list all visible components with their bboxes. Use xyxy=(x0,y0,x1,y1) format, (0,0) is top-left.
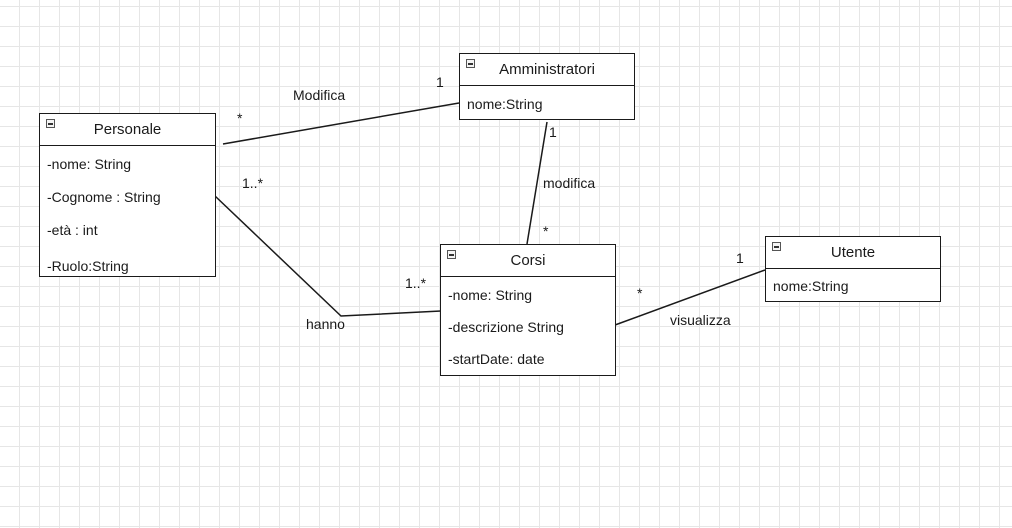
multiplicity-label: 1 xyxy=(736,250,744,266)
multiplicity-label: * xyxy=(237,110,243,126)
class-attribute: -nome: String xyxy=(448,287,533,303)
collapse-icon[interactable] xyxy=(46,119,55,128)
class-attribute: -età : int xyxy=(47,222,98,238)
association-label-modifica-corsi: modifica xyxy=(543,175,596,191)
collapse-icon[interactable] xyxy=(466,59,475,68)
class-amministratori[interactable]: Amministratori nome:String xyxy=(459,53,635,120)
multiplicity-label: * xyxy=(637,285,643,301)
class-name: Personale xyxy=(93,121,162,138)
multiplicity-label: * xyxy=(543,223,549,239)
multiplicity-label: 1 xyxy=(436,74,444,90)
class-personale[interactable]: Personale -nome: String -Cognome : Strin… xyxy=(39,113,216,277)
class-name: Utente xyxy=(830,244,876,261)
multiplicity-label: 1 xyxy=(549,124,557,140)
class-attribute: -descrizione String xyxy=(448,319,564,335)
class-header[interactable]: Corsi xyxy=(441,245,615,277)
class-attribute: -startDate: date xyxy=(448,351,545,367)
multiplicity-label: 1..* xyxy=(405,275,427,291)
collapse-icon[interactable] xyxy=(772,242,781,251)
class-utente[interactable]: Utente nome:String xyxy=(765,236,941,302)
association-line-corsi-utente[interactable] xyxy=(614,269,766,326)
class-header[interactable]: Utente xyxy=(766,237,940,269)
class-name: Corsi xyxy=(510,252,546,269)
association-line-personale-corsi[interactable] xyxy=(214,195,442,317)
association-line-personale-amministratori[interactable] xyxy=(222,102,460,145)
association-label-hanno: hanno xyxy=(306,316,345,332)
class-attribute: -Ruolo:String xyxy=(47,258,129,274)
collapse-icon[interactable] xyxy=(447,250,456,259)
class-attribute: nome:String xyxy=(773,278,849,294)
association-label-visualizza: visualizza xyxy=(670,312,731,328)
class-name: Amministratori xyxy=(499,61,595,78)
class-header[interactable]: Amministratori xyxy=(460,54,634,86)
class-attribute: -nome: String xyxy=(47,156,132,172)
multiplicity-label: 1..* xyxy=(242,175,264,191)
association-label-modifica: Modifica xyxy=(293,87,346,103)
class-attribute: -Cognome : String xyxy=(47,189,161,205)
association-line-amministratori-corsi[interactable] xyxy=(526,121,548,245)
class-corsi[interactable]: Corsi -nome: String -descrizione String … xyxy=(440,244,616,376)
class-header[interactable]: Personale xyxy=(40,114,215,146)
class-attribute: nome:String xyxy=(467,96,543,112)
